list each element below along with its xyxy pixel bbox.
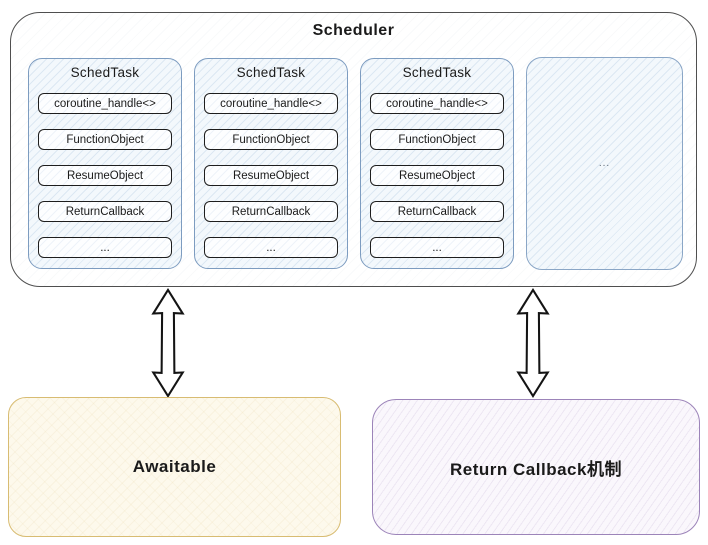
schedtask-item-return-callback: ReturnCallback [38, 201, 172, 222]
schedtask-item-function-object: FunctionObject [38, 129, 172, 150]
overflow-tasks-label: ... [598, 158, 611, 169]
return-callback-box: Return Callback机制 [372, 399, 700, 535]
schedtask-box: SchedTask coroutine_handle<> FunctionObj… [28, 58, 182, 269]
schedtask-item-coroutine-handle: coroutine_handle<> [204, 93, 338, 114]
schedtask-box: SchedTask coroutine_handle<> FunctionObj… [360, 58, 514, 269]
schedtask-item-resume-object: ResumeObject [204, 165, 338, 186]
scheduler-returncallback-double-arrow-icon [512, 288, 554, 398]
return-callback-label: Return Callback机制 [450, 459, 622, 479]
schedtask-row: SchedTask coroutine_handle<> FunctionObj… [28, 57, 683, 270]
awaitable-label: Awaitable [132, 457, 217, 476]
schedtask-item-resume-object: ResumeObject [370, 165, 504, 186]
overflow-tasks-box: ... [526, 57, 683, 270]
schedtask-item-function-object: FunctionObject [370, 129, 504, 150]
schedtask-item-resume-object: ResumeObject [38, 165, 172, 186]
schedtask-title: SchedTask [402, 65, 472, 80]
schedtask-item-function-object: FunctionObject [204, 129, 338, 150]
schedtask-item-return-callback: ReturnCallback [204, 201, 338, 222]
schedtask-item-ellipsis: ... [204, 237, 338, 258]
scheduler-box: Scheduler SchedTask coroutine_handle<> F… [10, 12, 697, 287]
schedtask-item-ellipsis: ... [370, 237, 504, 258]
schedtask-item-coroutine-handle: coroutine_handle<> [38, 93, 172, 114]
scheduler-title: Scheduler [312, 22, 395, 39]
schedtask-title: SchedTask [236, 65, 306, 80]
scheduler-awaitable-double-arrow-icon [147, 288, 189, 398]
schedtask-box: SchedTask coroutine_handle<> FunctionObj… [194, 58, 348, 269]
schedtask-item-coroutine-handle: coroutine_handle<> [370, 93, 504, 114]
awaitable-box: Awaitable [8, 397, 341, 537]
schedtask-title: SchedTask [70, 65, 140, 80]
schedtask-item-ellipsis: ... [38, 237, 172, 258]
schedtask-item-return-callback: ReturnCallback [370, 201, 504, 222]
